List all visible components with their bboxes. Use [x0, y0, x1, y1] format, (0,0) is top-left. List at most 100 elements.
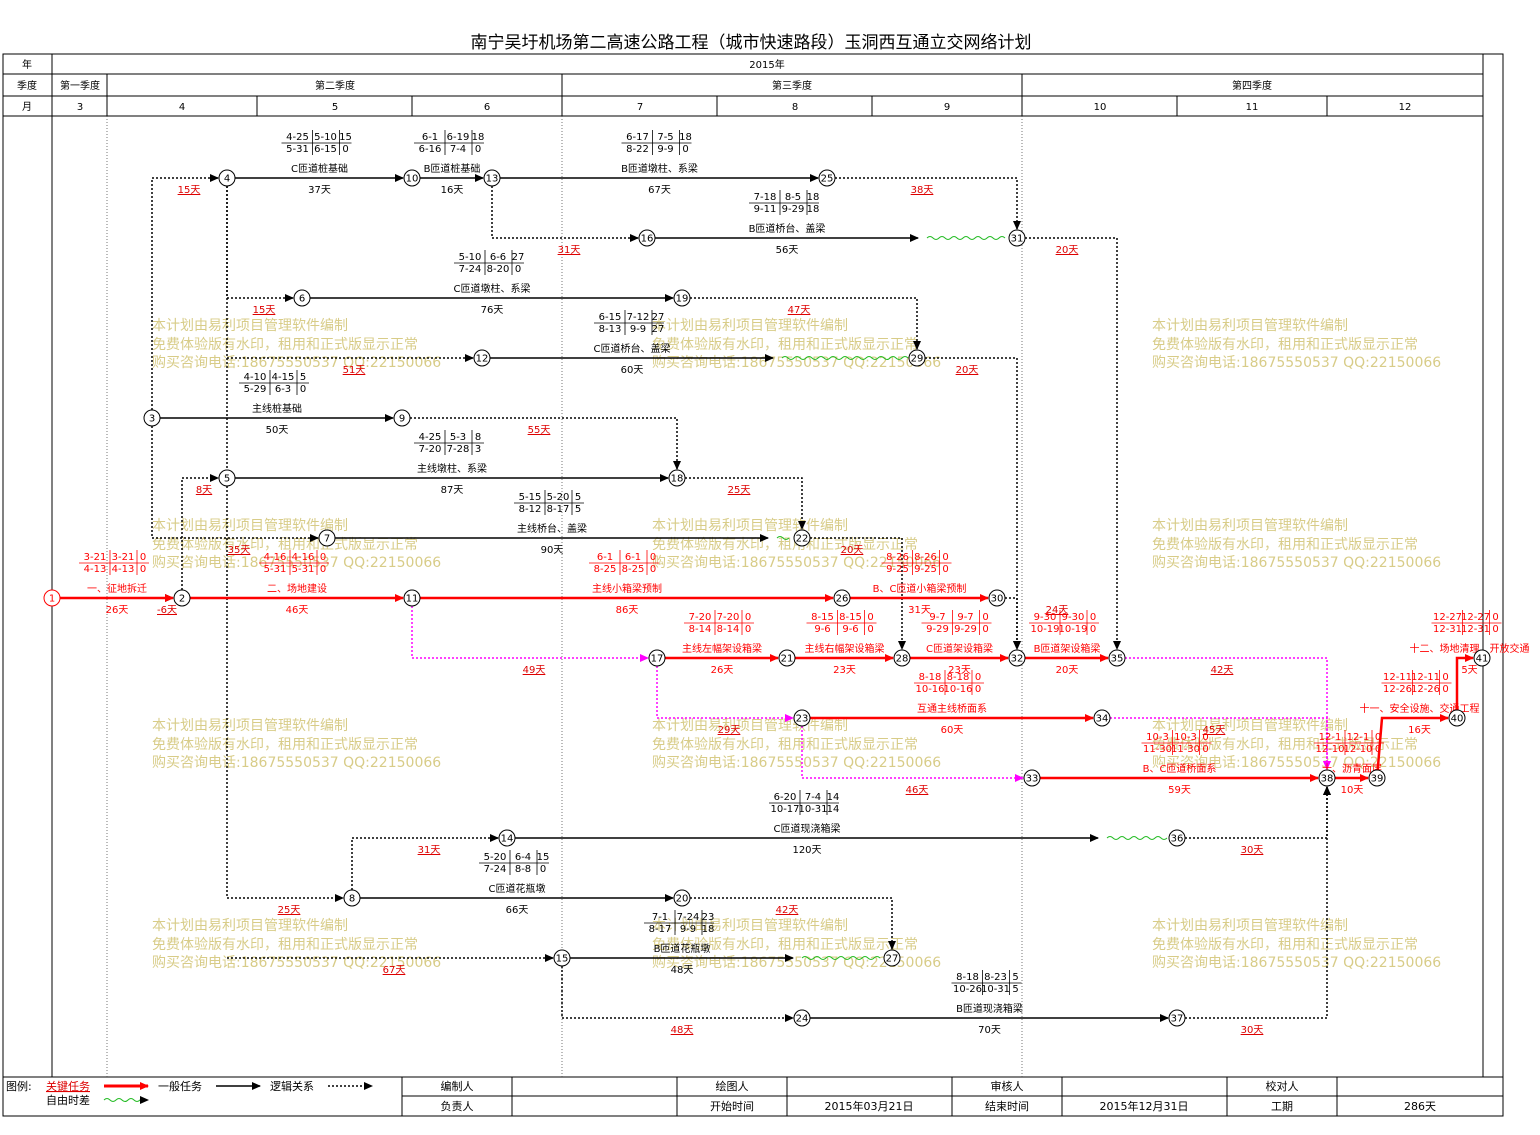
task-free-float: 0	[540, 864, 546, 875]
node-number: 27	[886, 954, 899, 965]
node-circle	[553, 949, 571, 967]
svg-text:本计划由易利项目管理软件编制: 本计划由易利项目管理软件编制	[652, 718, 848, 734]
node-number: 19	[676, 294, 689, 305]
task-late-finish: 6-3	[275, 384, 291, 395]
task-name: 二、场地建设	[267, 582, 327, 595]
node-number: 7	[324, 534, 330, 545]
task-free-float: 0	[515, 264, 521, 275]
node-number: 33	[1026, 774, 1039, 785]
logic-link-line	[677, 477, 806, 530]
node-circle	[1008, 649, 1026, 667]
node-number: 12	[476, 354, 489, 365]
node-33: 33	[1023, 769, 1041, 787]
period-value: 286天	[1404, 1100, 1436, 1113]
svg-text:购买咨询电话:18675550537 QQ:22150066: 购买咨询电话:18675550537 QQ:22150066	[1152, 355, 1441, 371]
quarter-label: 季度	[17, 79, 37, 92]
task-duration: 56天	[776, 245, 799, 256]
drawer-label: 绘图人	[716, 1079, 749, 1093]
node-circle	[498, 829, 516, 847]
task-early-finish: 9-29	[926, 624, 949, 635]
logic-link-float-label: 46天	[906, 785, 929, 796]
logic-link-float-label: 15天	[253, 305, 276, 316]
free-float-line	[776, 536, 790, 540]
logic-link-float-label: 51天	[343, 365, 366, 376]
node-circle	[988, 589, 1006, 607]
month-11: 11	[1246, 102, 1259, 113]
node-number: 34	[1096, 714, 1109, 725]
task-early-finish: 7-20	[419, 444, 442, 455]
logic-link-float-label: 25天	[278, 905, 301, 916]
node-circle	[648, 649, 666, 667]
svg-text:免费体验版有水印，租用和正式版显示正常: 免费体验版有水印，租用和正式版显示正常	[1152, 737, 1418, 753]
task-free-float: 0	[1375, 744, 1381, 755]
task-late-finish: 8-8	[515, 864, 531, 875]
task-arrow	[1455, 654, 1474, 718]
logic-link: 55天	[402, 417, 681, 470]
task-name: 主线小箱梁预制	[592, 582, 662, 595]
watermark-block: 本计划由易利项目管理软件编制免费体验版有水印，租用和正式版显示正常购买咨询电话:…	[1152, 718, 1441, 771]
node-number: 2	[179, 594, 185, 605]
task-early-finish: 8-25	[594, 564, 617, 575]
free-float-layer	[776, 236, 1168, 960]
task-duration: 16天	[441, 185, 464, 196]
logic-link-line	[151, 418, 319, 542]
task-total-float: 23	[702, 912, 715, 923]
task-early-start: 12-1	[1319, 732, 1342, 743]
node-circle	[218, 169, 236, 187]
free-float-line	[1106, 836, 1168, 840]
task-duration: 23天	[833, 665, 856, 676]
logic-link-float-label: 48天	[671, 1025, 694, 1036]
task-early-finish: 8-13	[599, 324, 622, 335]
node-circle	[403, 589, 421, 607]
task-duration: 66天	[506, 905, 529, 916]
task-total-float: 18	[472, 132, 485, 143]
task-late-start: 6-4	[515, 852, 531, 863]
task-total-float: 0	[982, 612, 988, 623]
svg-text:购买咨询电话:18675550537 QQ:22150066: 购买咨询电话:18675550537 QQ:22150066	[1152, 755, 1441, 771]
svg-text:购买咨询电话:18675550537 QQ:22150066: 购买咨询电话:18675550537 QQ:22150066	[1152, 955, 1441, 971]
task-early-finish: 9-6	[814, 624, 830, 635]
node-40: 40	[1448, 709, 1466, 727]
logic-link-line	[411, 598, 649, 662]
quarter-dividers	[106, 116, 1023, 1077]
task-late-start: 7-5	[657, 132, 673, 143]
task-late-start: 12-11	[1411, 672, 1440, 683]
task-name: 十、沥青面层	[1322, 762, 1382, 775]
node-number: 39	[1371, 774, 1384, 785]
svg-text:购买咨询电话:18675550537 QQ:22150066: 购买咨询电话:18675550537 QQ:22150066	[152, 355, 441, 371]
logic-link: 48天	[561, 958, 794, 1036]
node-10: 10	[403, 169, 421, 187]
task-name: B、C匝道小箱梁预制	[873, 582, 967, 595]
logic-link-line	[917, 357, 1021, 650]
task-early-start: 7-20	[689, 612, 712, 623]
task-free-float: 27	[652, 324, 665, 335]
node-38: 38	[1318, 769, 1336, 787]
task-duration: 26天	[106, 605, 129, 616]
task-free-float: 0	[982, 624, 988, 635]
task-early-finish: 9-25	[886, 564, 909, 575]
svg-text:免费体验版有水印，租用和正式版显示正常: 免费体验版有水印，租用和正式版显示正常	[1152, 337, 1418, 353]
watermark-block: 本计划由易利项目管理软件编制免费体验版有水印，租用和正式版显示正常购买咨询电话:…	[152, 718, 441, 771]
task-early-start: 8-26	[886, 552, 909, 563]
svg-text:购买咨询电话:18675550537 QQ:22150066: 购买咨询电话:18675550537 QQ:22150066	[652, 355, 941, 371]
task-name: C匝道桥台、盖梁	[594, 342, 671, 355]
svg-text:免费体验版有水印，租用和正式版显示正常: 免费体验版有水印，租用和正式版显示正常	[1152, 537, 1418, 553]
logic-link: 29天	[656, 658, 794, 736]
node-number: 4	[224, 174, 230, 185]
task-early-start: 8-18	[956, 972, 979, 983]
task-late-start: 7-12	[627, 312, 650, 323]
task-name: B匝道架设箱梁	[1034, 642, 1101, 655]
logic-link: 30天	[1177, 786, 1331, 1036]
task-duration: 86天	[616, 605, 639, 616]
task-early-finish: 10-16	[915, 684, 944, 695]
node-number: 28	[896, 654, 909, 665]
task-late-finish: 4-13	[112, 564, 135, 575]
svg-text:免费体验版有水印，租用和正式版显示正常: 免费体验版有水印，租用和正式版显示正常	[652, 737, 918, 753]
node-number: 25	[821, 174, 834, 185]
logic-link: 42天	[682, 897, 896, 950]
node-number: 35	[1111, 654, 1124, 665]
